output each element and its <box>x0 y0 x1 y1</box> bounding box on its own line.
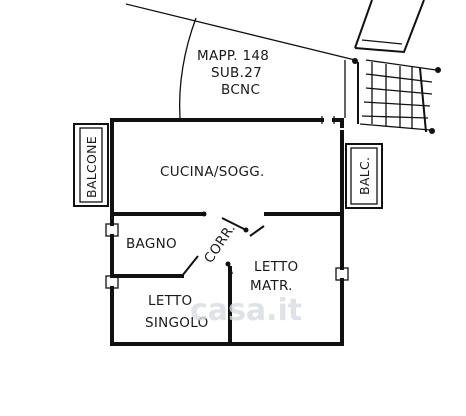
adjacent-building-inner <box>361 39 403 45</box>
interior-walls <box>110 211 344 346</box>
outside-area-label-3: BCNC <box>221 82 260 98</box>
outside-context <box>125 0 425 119</box>
room-label-bathroom: BAGNO <box>126 236 177 252</box>
watermark-logo: casa.it <box>190 293 302 328</box>
room-label-kitchen: CUCINA/SOGG. <box>160 164 265 180</box>
room-label-corridor: CORR. <box>201 221 239 267</box>
property-boundary-diagonal <box>125 3 356 61</box>
room-label-master-bedroom-1: LETTO <box>254 259 298 275</box>
balcony-right <box>345 143 383 209</box>
room-label-master-bedroom-2: MATR. <box>250 278 293 294</box>
balcony-left-label: BALCONE <box>84 136 99 198</box>
exterior-walls <box>110 118 344 346</box>
adjacent-building <box>354 0 425 54</box>
room-label-single-bedroom-2: SINGOLO <box>145 315 209 331</box>
staircase <box>352 58 441 134</box>
outside-area-label-1: MAPP. 148 <box>197 48 269 64</box>
property-boundary-curve <box>179 17 197 119</box>
room-label-single-bedroom-1: LETTO <box>148 293 192 309</box>
balcony-left <box>73 123 109 207</box>
balcony-right-label: BALC. <box>357 157 372 195</box>
outside-area-label-2: SUB.27 <box>211 65 262 81</box>
